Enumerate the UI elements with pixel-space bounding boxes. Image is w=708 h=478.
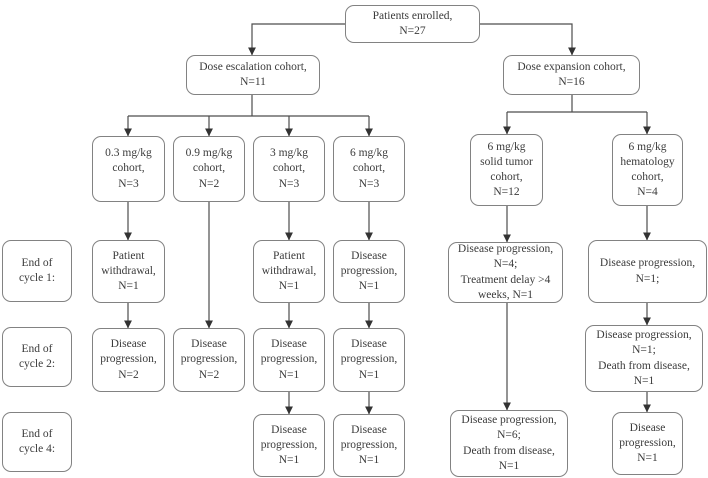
outcome-cycle1-solid-tumor: Disease progression, N=4; Treatment dela… xyxy=(448,242,563,303)
outcome-cycle2-cohort-3: Disease progression, N=1 xyxy=(253,328,325,392)
node-cohort-6mgkg-solid-tumor: 6 mg/kg solid tumor cohort, N=12 xyxy=(470,134,543,206)
connector xyxy=(480,23,576,56)
node-cohort-6mgkg-hematology: 6 mg/kg hematology cohort, N=4 xyxy=(612,134,683,206)
connector xyxy=(248,23,345,56)
outcome-cycle4-hematology: Disease progression, N=1 xyxy=(612,412,683,475)
node-dose-escalation-cohort: Dose escalation cohort, N=11 xyxy=(186,55,320,95)
row-label-end-of-cycle-1: End of cycle 1: xyxy=(2,240,72,302)
outcome-cycle1-hematology: Disease progression, N=1; xyxy=(588,240,707,303)
outcome-cycle4-cohort-6: Disease progression, N=1 xyxy=(333,414,405,477)
node-cohort-3mgkg: 3 mg/kg cohort, N=3 xyxy=(253,136,325,202)
node-cohort-6mgkg: 6 mg/kg cohort, N=3 xyxy=(333,136,405,202)
node-dose-expansion-cohort: Dose expansion cohort, N=16 xyxy=(503,55,640,95)
outcome-cycle2-cohort-0-3: Disease progression, N=2 xyxy=(92,328,165,392)
outcome-cycle1-cohort-6: Disease progression, N=1 xyxy=(333,240,405,303)
outcome-cycle1-cohort-3: Patient withdrawal, N=1 xyxy=(253,240,325,303)
node-patients-enrolled: Patients enrolled, N=27 xyxy=(345,5,480,43)
outcome-cycle2-cohort-6: Disease progression, N=1 xyxy=(333,328,405,392)
outcome-cycle4-cohort-3: Disease progression, N=1 xyxy=(253,414,325,477)
node-cohort-0-3mgkg: 0.3 mg/kg cohort, N=3 xyxy=(92,136,165,202)
outcome-cycle4-solid-tumor: Disease progression, N=6; Death from dis… xyxy=(450,410,568,477)
node-cohort-0-9mgkg: 0.9 mg/kg cohort, N=2 xyxy=(173,136,245,202)
outcome-cycle2-cohort-0-9: Disease progression, N=2 xyxy=(173,328,245,392)
outcome-cycle2-hematology: Disease progression, N=1; Death from dis… xyxy=(585,325,703,392)
outcome-cycle1-cohort-0-3: Patient withdrawal, N=1 xyxy=(92,240,165,303)
row-label-end-of-cycle-2: End of cycle 2: xyxy=(2,327,72,387)
row-label-end-of-cycle-4: End of cycle 4: xyxy=(2,412,72,472)
